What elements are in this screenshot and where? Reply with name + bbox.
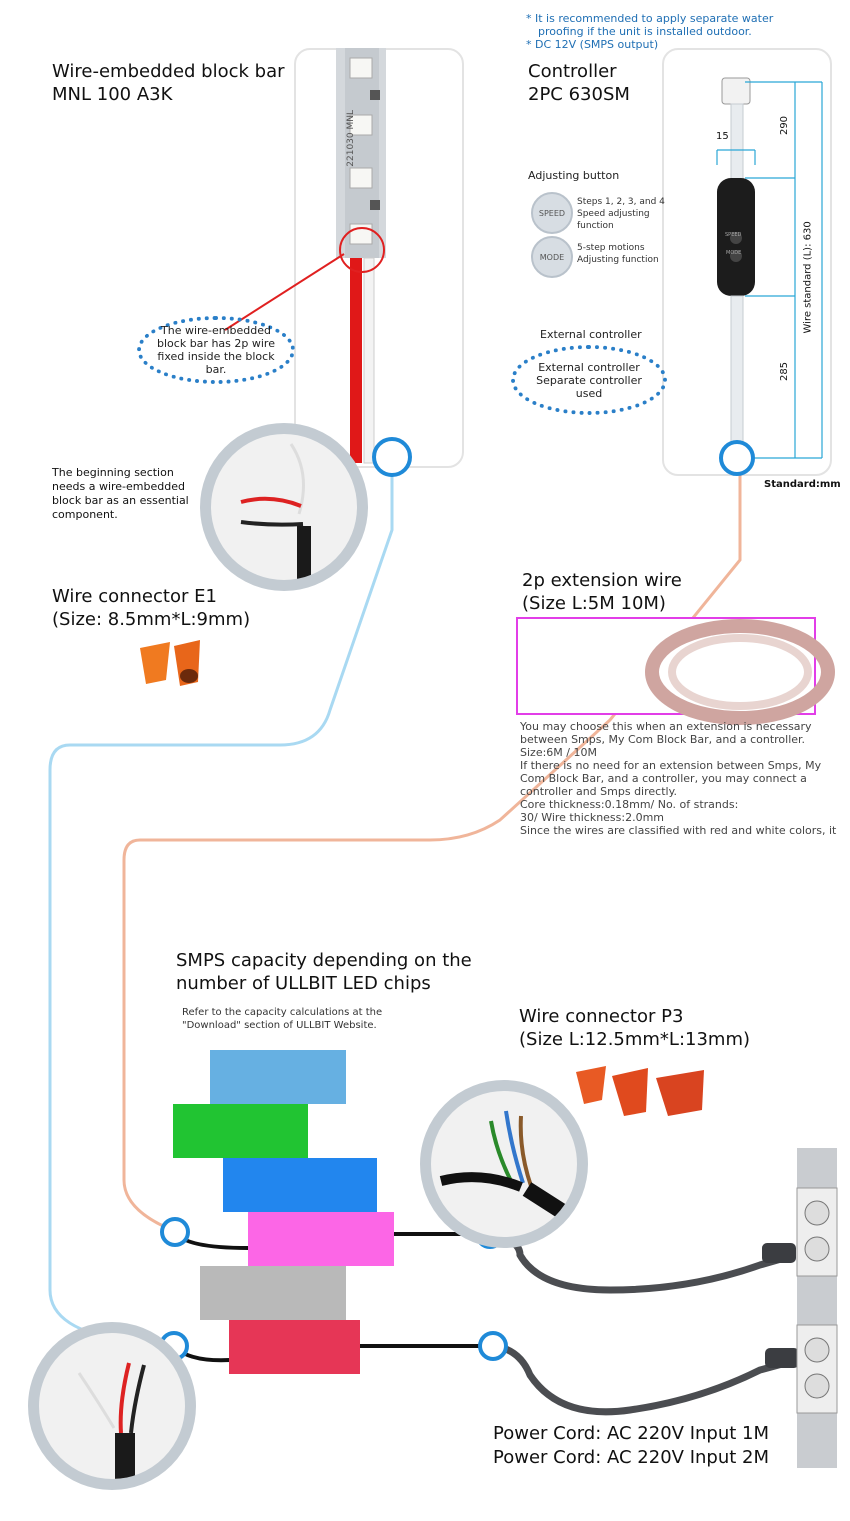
e1-title: Wire connector E1 (Size: 8.5mm*L:9mm) [52, 586, 251, 630]
smps-block-red [229, 1320, 360, 1374]
beginning-note: The beginning section needs a wire-embed… [52, 466, 189, 521]
external-controller-title: External controller [540, 328, 642, 341]
dim-width-label: 15 [716, 131, 729, 142]
smps-title: SMPS capacity depending on the number of… [176, 950, 472, 994]
marker-block-bar [372, 437, 412, 477]
p3-title: Wire connector P3 (Size L:12.5mm*L:13mm) [519, 1006, 751, 1050]
unit-note: Standard:mm [764, 479, 841, 490]
note-dc: * DC 12V (SMPS output) [526, 38, 659, 51]
extension-title: 2p extension wire (Size L:5M 10M) [522, 570, 682, 614]
mode-desc: 5-step motions Adjusting function [577, 243, 659, 265]
power-cord-1m-label: Power Cord: AC 220V Input 1M [493, 1423, 770, 1444]
note-waterproof-1: * It is recommended to apply separate wa… [526, 12, 774, 25]
white-wire [363, 257, 375, 464]
power-cord-2 [494, 1342, 798, 1416]
controller-title: Controller 2PC 630SM [528, 61, 630, 105]
bottom-wire-photo [28, 1322, 196, 1490]
block-bar-wire-photo-art [240, 443, 311, 580]
block-bar-title: Wire-embedded block bar MNL 100 A3K [52, 61, 285, 105]
plug-1 [762, 1243, 796, 1263]
block-bar-oval-note: The wire-embedded block bar has 2p wire … [137, 316, 295, 384]
adjusting-title: Adjusting button [528, 169, 620, 182]
power-cord-1 [491, 1232, 796, 1294]
e1-connector-icon [140, 640, 200, 686]
controller-body-label-1: SPEED [725, 232, 742, 238]
led-strip-pcb [345, 48, 379, 258]
plug-2 [765, 1348, 799, 1368]
controller-cable-bottom [730, 295, 744, 457]
smps-block-light-blue [210, 1050, 346, 1104]
salmon-extension-lead [122, 472, 742, 1232]
marker-controller [719, 440, 755, 476]
smps-block-gray [200, 1266, 346, 1320]
bottom-wire-photo-art [77, 1362, 146, 1479]
block-bar-wire-photo [200, 423, 368, 591]
external-controller-oval: External controller Separate controller … [511, 345, 667, 415]
p3-wire-photo [420, 1080, 588, 1248]
smps-block-green [173, 1104, 308, 1158]
speed-badge: SPEED [531, 192, 573, 234]
dimension-lines [716, 81, 823, 459]
mode-badge: MODE [531, 236, 573, 278]
smps-block-blue [223, 1158, 377, 1212]
speed-desc: Steps 1, 2, 3, and 4 Speed adjusting fun… [577, 197, 665, 231]
p3-wire-photo-art [439, 1110, 577, 1228]
dim-top-label: 290 [779, 115, 791, 136]
extension-wire-coil-outer [645, 619, 835, 725]
extension-desc: You may choose this when an extension is… [520, 720, 837, 837]
controller-cable-top [730, 103, 744, 185]
block-bar-callout-circle [339, 227, 385, 273]
smps-note: Refer to the capacity calculations at th… [182, 1007, 383, 1031]
strip-print-text: 221030 MNL [346, 110, 356, 167]
note-waterproof-2: proofing if the unit is installed outdoo… [538, 25, 752, 38]
top-notes: * It is recommended to apply separate wa… [526, 12, 846, 51]
block-bar-callout-line [224, 253, 345, 331]
p3-connector-icon [576, 1066, 704, 1116]
smps-block-pink [248, 1212, 394, 1266]
marker-smps-top-left [160, 1217, 190, 1247]
marker-smps-bottom-right [478, 1331, 508, 1361]
dim-bottom-label: 285 [779, 361, 791, 382]
dim-total-label: Wire standard (L): 630 [802, 221, 814, 334]
controller-body-label-2: MODE [726, 250, 742, 256]
red-wire [350, 258, 362, 463]
power-cord-2m-label: Power Cord: AC 220V Input 2M [493, 1447, 770, 1468]
